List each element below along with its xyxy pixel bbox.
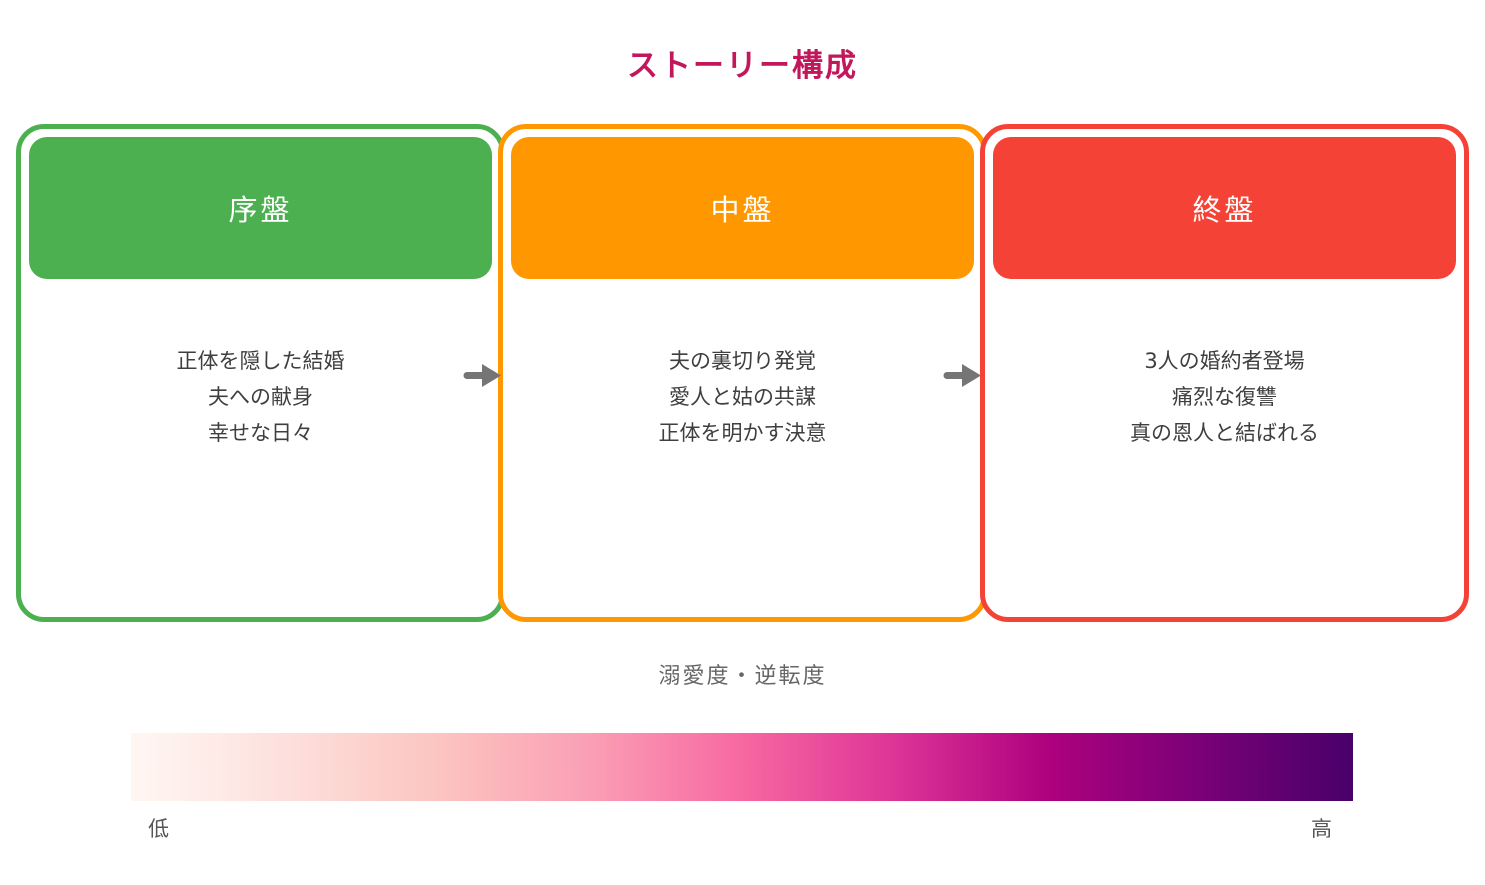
panel-opening-line-1: 正体を隠した結婚 <box>176 349 345 373</box>
panel-ending-line-3: 真の恩人と結ばれる <box>1130 421 1319 445</box>
scale-high-label: 高 <box>1311 817 1332 841</box>
panel-middle-body: 夫の裏切り発覚 愛人と姑の共謀 正体を明かす決意 <box>503 343 982 451</box>
panel-middle-header: 中盤 <box>511 137 974 279</box>
panel-middle-line-3: 正体を明かす決意 <box>658 421 827 445</box>
panel-ending-body: 3人の婚約者登場 痛烈な復讐 真の恩人と結ばれる <box>985 343 1464 451</box>
panel-middle: 中盤 夫の裏切り発覚 愛人と姑の共謀 正体を明かす決意 <box>498 124 987 622</box>
panel-opening-line-2: 夫への献身 <box>208 385 313 409</box>
page-title: ストーリー構成 <box>627 48 858 84</box>
panel-opening-line-3: 幸せな日々 <box>208 421 313 445</box>
panel-opening-header: 序盤 <box>29 137 492 279</box>
panel-ending: 終盤 3人の婚約者登場 痛烈な復讐 真の恩人と結ばれる <box>980 124 1469 622</box>
panel-ending-line-2: 痛烈な復讐 <box>1172 385 1277 409</box>
panel-ending-line-1: 3人の婚約者登場 <box>1144 349 1305 373</box>
flow-arrow-icon <box>463 364 501 387</box>
intensity-gradient-bar <box>131 733 1353 801</box>
panel-ending-header: 終盤 <box>993 137 1456 279</box>
flow-arrow-icon <box>943 364 981 387</box>
panel-opening: 序盤 正体を隠した結婚 夫への献身 幸せな日々 <box>16 124 505 622</box>
panel-opening-body: 正体を隠した結婚 夫への献身 幸せな日々 <box>21 343 500 451</box>
scale-label: 溺愛度・逆転度 <box>658 664 827 689</box>
scale-low-label: 低 <box>148 817 169 841</box>
panels-row: 序盤 正体を隠した結婚 夫への献身 幸せな日々 中盤 夫の裏切り発覚 愛人と姑の… <box>16 124 1469 622</box>
panel-middle-line-1: 夫の裏切り発覚 <box>669 349 816 373</box>
panel-middle-line-2: 愛人と姑の共謀 <box>669 385 816 409</box>
